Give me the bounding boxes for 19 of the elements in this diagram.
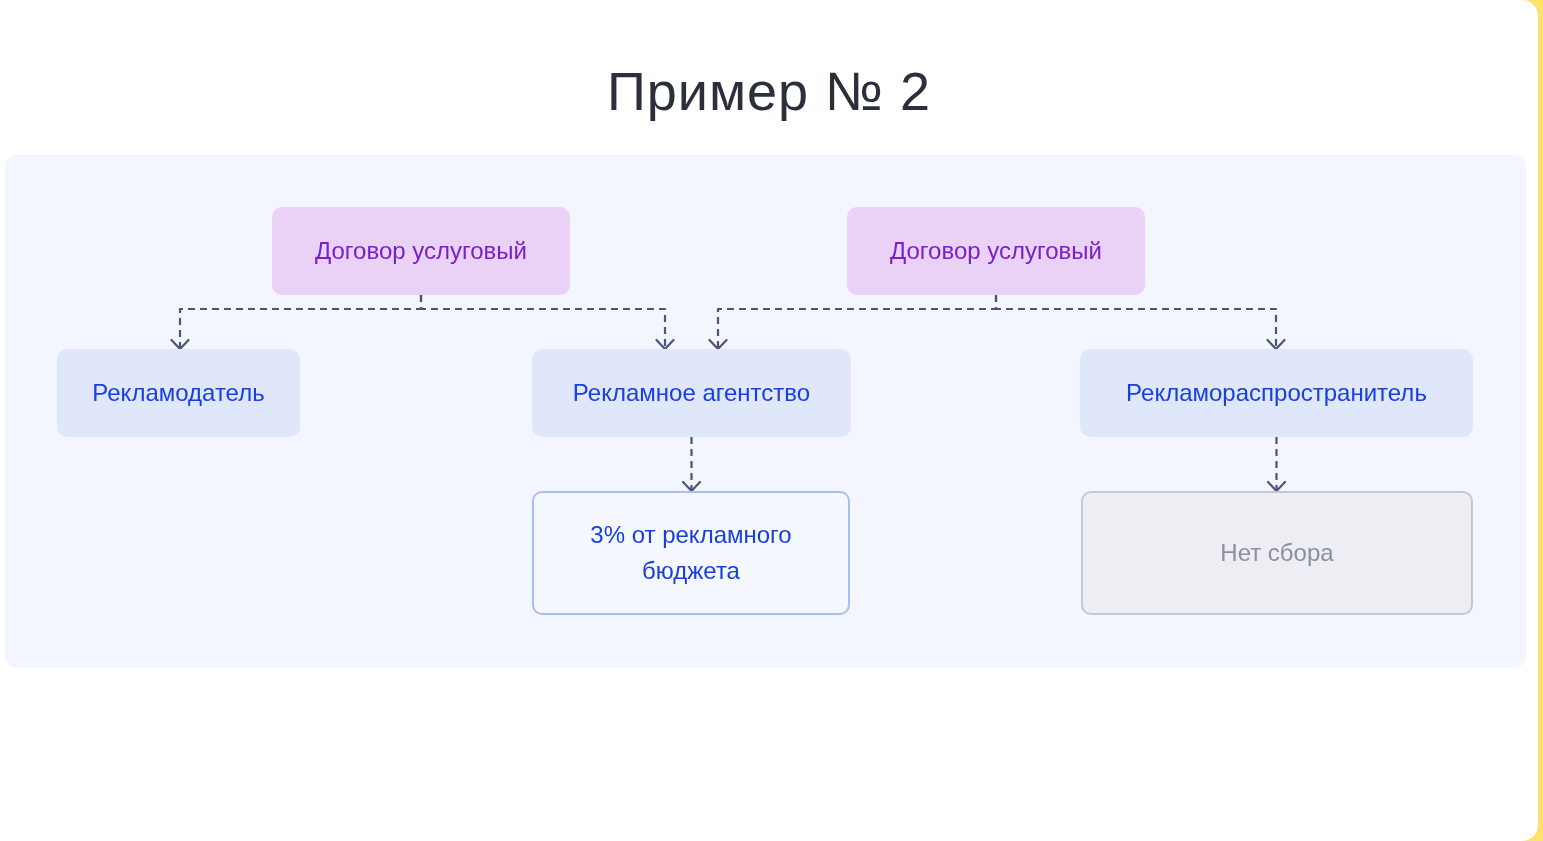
node-label: 3% от рекламного бюджета (589, 520, 793, 586)
node-label: Договор услуговый (890, 236, 1102, 266)
party-box (532, 349, 851, 437)
node-label: Договор услуговый (315, 236, 527, 266)
status-box (1081, 491, 1473, 615)
fee-box (532, 491, 850, 615)
party-box (1080, 349, 1473, 437)
dashed-arrow (994, 295, 1286, 351)
node-label: Рекламодатель (92, 378, 265, 408)
contract-box (272, 207, 570, 295)
dashed-arrow (1266, 437, 1287, 493)
node-label: Рекламораспространитель (1126, 378, 1427, 408)
slide-title: Пример № 2 (606, 60, 932, 123)
dashed-arrow (681, 437, 702, 493)
party-box (57, 349, 300, 437)
contract-box (847, 207, 1145, 295)
node-label: Нет сбора (1220, 538, 1334, 568)
dashed-arrow (419, 295, 675, 351)
node-label: Рекламное агентство (572, 378, 811, 408)
